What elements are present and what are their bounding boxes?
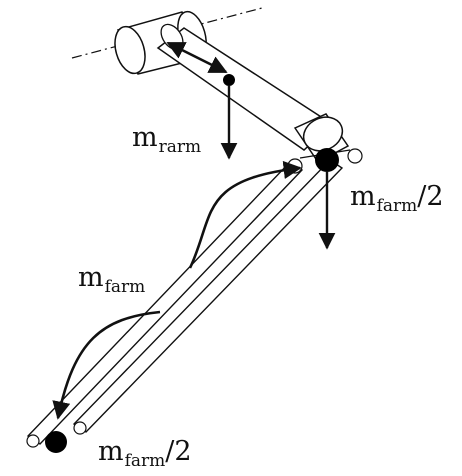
forearm-mass-subscript: farm: [104, 277, 146, 297]
upper-arm-mass-point: [223, 74, 235, 86]
upper-arm-com-distance-arrow: [166, 41, 228, 74]
elbow-half-mass-divisor: /2: [417, 181, 444, 212]
wrist-half-forearm-mass-label: mfarm/2: [98, 436, 192, 470]
forearm-rods: [26, 148, 363, 448]
upper-arm-mass-label: mrarm: [132, 122, 201, 156]
elbow-mass-point: [315, 148, 339, 172]
forearm-mass-split-arrow-up: [188, 160, 302, 269]
wrist-half-mass-symbol: m: [98, 436, 124, 467]
upper-arm-mass-subscript: rarm: [158, 137, 202, 157]
shoulder-axis-line: [71, 7, 263, 59]
wrist-half-mass-subscript: farm: [124, 451, 166, 471]
elbow-half-forearm-mass-label: mfarm/2: [350, 181, 444, 215]
forearm-mass-split-arrow-down: [52, 310, 161, 420]
elbow-half-mass-symbol: m: [350, 181, 376, 212]
upper-arm-mass-symbol: m: [132, 122, 158, 153]
elbow-joint: [293, 113, 350, 163]
elbow-half-mass-subscript: farm: [376, 196, 418, 216]
forearm-mass-symbol: m: [78, 262, 104, 293]
wrist-half-mass-divisor: /2: [165, 436, 192, 467]
wrist-mass-point: [45, 431, 67, 453]
forearm-mass-label: mfarm: [78, 262, 145, 296]
